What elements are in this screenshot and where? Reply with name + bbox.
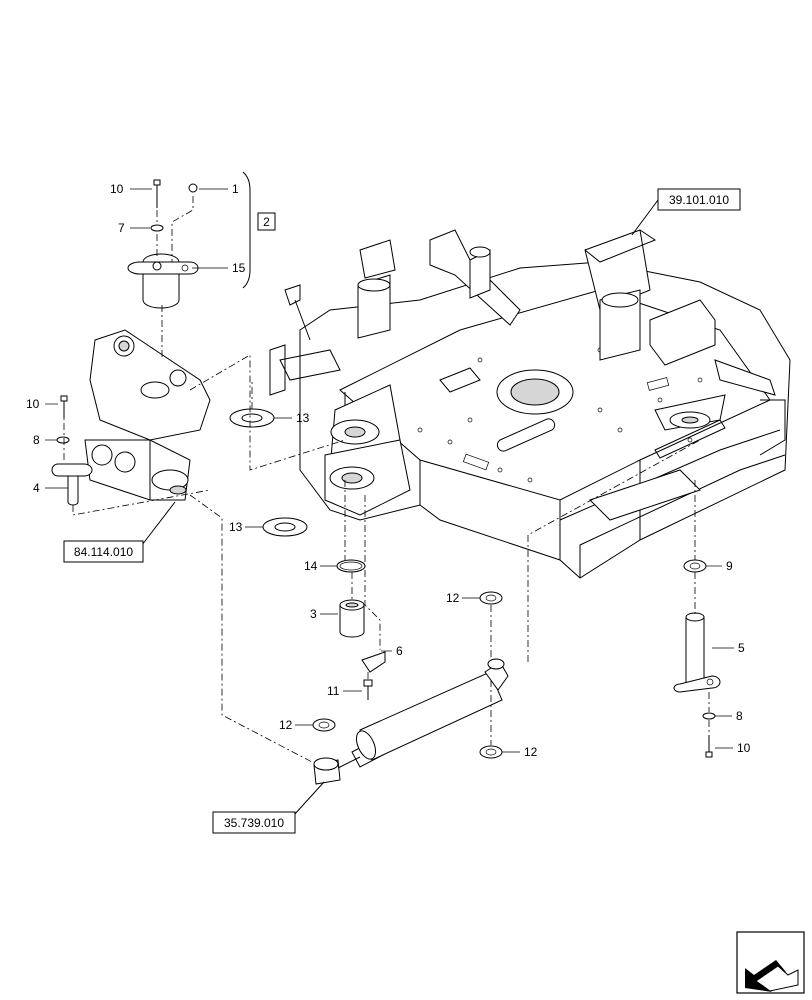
shim-12-top: [479, 591, 503, 605]
reference-frame-label[interactable]: 39.101.010: [669, 193, 729, 207]
reference-cylinder[interactable]: 35.739.010: [212, 811, 296, 834]
callout-7: 7: [118, 221, 125, 235]
callout-15: 15: [232, 261, 246, 275]
o-ring-14: [336, 559, 366, 573]
shim-12-left: [312, 718, 336, 732]
bolt-11: [363, 679, 373, 700]
exit-arrow-icon[interactable]: [736, 931, 805, 994]
callout-9: 9: [726, 559, 733, 573]
reference-frame[interactable]: 39.101.010: [657, 188, 741, 211]
callout-12-bottom: 12: [524, 745, 538, 759]
callout-4: 4: [33, 481, 40, 495]
callout-3: 3: [310, 607, 317, 621]
plate-6: [361, 651, 386, 673]
group-label: 2: [263, 215, 270, 229]
callout-10-right: 10: [737, 741, 751, 755]
callout-12-left: 12: [279, 718, 293, 732]
washer-8-right: [702, 712, 716, 720]
reference-cylinder-label[interactable]: 35.739.010: [224, 816, 284, 830]
callout-6: 6: [396, 644, 403, 658]
callout-14: 14: [304, 559, 318, 573]
bushing-15: [127, 253, 199, 309]
shim-9: [683, 559, 707, 573]
leader-lines: [45, 188, 734, 816]
group-bracket: 2: [242, 171, 276, 289]
shim-13-lower: [262, 517, 308, 537]
swing-bracket: [84, 329, 211, 501]
bushing-3: [339, 599, 365, 638]
callout-numbers: 1 10 7 15 10 8 4 13 13 14 3 6 11 12 12 1…: [26, 182, 751, 759]
swing-cylinder: [313, 658, 509, 785]
upper-frame: [269, 229, 791, 579]
pin-4: [51, 463, 93, 506]
callout-13-lower: 13: [229, 520, 243, 534]
shim-12-bottom: [479, 745, 503, 759]
shim-13-upper: [229, 408, 275, 428]
reference-swing-bracket[interactable]: 84.114.010: [63, 540, 144, 563]
callout-12-top: 12: [446, 591, 460, 605]
washer-7: [150, 224, 164, 232]
pin-5: [673, 612, 721, 693]
assembly-lines: [63, 195, 710, 763]
callout-11: 11: [327, 684, 340, 698]
callout-10-top: 10: [110, 182, 124, 196]
group-label-box: [257, 212, 276, 231]
grease-fitting-1: [188, 183, 198, 193]
callout-10-left: 10: [26, 397, 40, 411]
callout-8-right: 8: [736, 709, 743, 723]
bolt-10-top: [153, 179, 161, 208]
reference-swing-bracket-label[interactable]: 84.114.010: [74, 545, 133, 559]
washer-8-left: [56, 436, 70, 444]
callout-13-upper: 13: [296, 411, 310, 425]
callout-5: 5: [738, 641, 745, 655]
callout-1: 1: [232, 182, 239, 196]
bolt-10-right: [705, 735, 713, 758]
callout-8-left: 8: [33, 433, 40, 447]
